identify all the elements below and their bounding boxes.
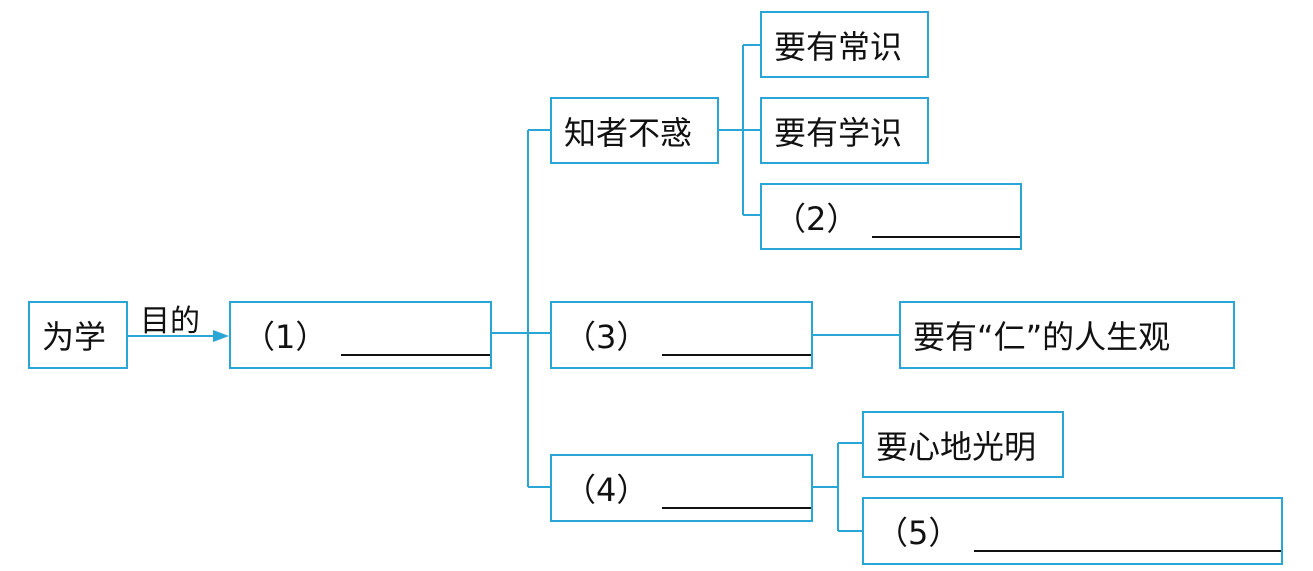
blank-4	[662, 483, 811, 509]
blank-3	[662, 330, 811, 356]
node-b4-child-1-label: 要心地光明	[876, 427, 1037, 466]
node-b4-child-2: （5）	[862, 497, 1283, 565]
node-root-label: 为学	[42, 318, 107, 356]
node-b1-child-1-label: 要有常识	[774, 27, 903, 66]
node-level1: （1）	[229, 301, 492, 369]
node-b3-child-1-label: 要有“仁”的人生观	[913, 318, 1171, 356]
blank-5	[974, 526, 1281, 552]
node-branch-3-label: （3）	[564, 318, 649, 356]
node-b4-child-2-label: （5）	[876, 514, 961, 552]
node-b1-child-3-label: （2）	[774, 199, 859, 238]
node-level1-label: （1）	[243, 318, 328, 356]
node-b4-child-1: 要心地光明	[862, 411, 1064, 478]
node-branch-4: （4）	[550, 454, 813, 522]
node-b1-child-2-label: 要有学识	[774, 113, 903, 152]
node-branch-1: 知者不惑	[550, 97, 719, 164]
arrow-head-icon	[213, 330, 229, 342]
node-b1-child-1: 要有常识	[760, 11, 929, 78]
node-branch-3: （3）	[550, 301, 813, 369]
blank-1	[341, 330, 490, 356]
node-branch-4-label: （4）	[564, 471, 649, 509]
node-root: 为学	[28, 301, 128, 369]
edge-label-purpose: 目的	[140, 304, 200, 339]
node-branch-1-label: 知者不惑	[564, 113, 693, 152]
node-b1-child-3: （2）	[760, 183, 1022, 250]
node-b1-child-2: 要有学识	[760, 97, 929, 164]
blank-2	[872, 212, 1020, 238]
node-b3-child-1: 要有“仁”的人生观	[899, 301, 1235, 369]
